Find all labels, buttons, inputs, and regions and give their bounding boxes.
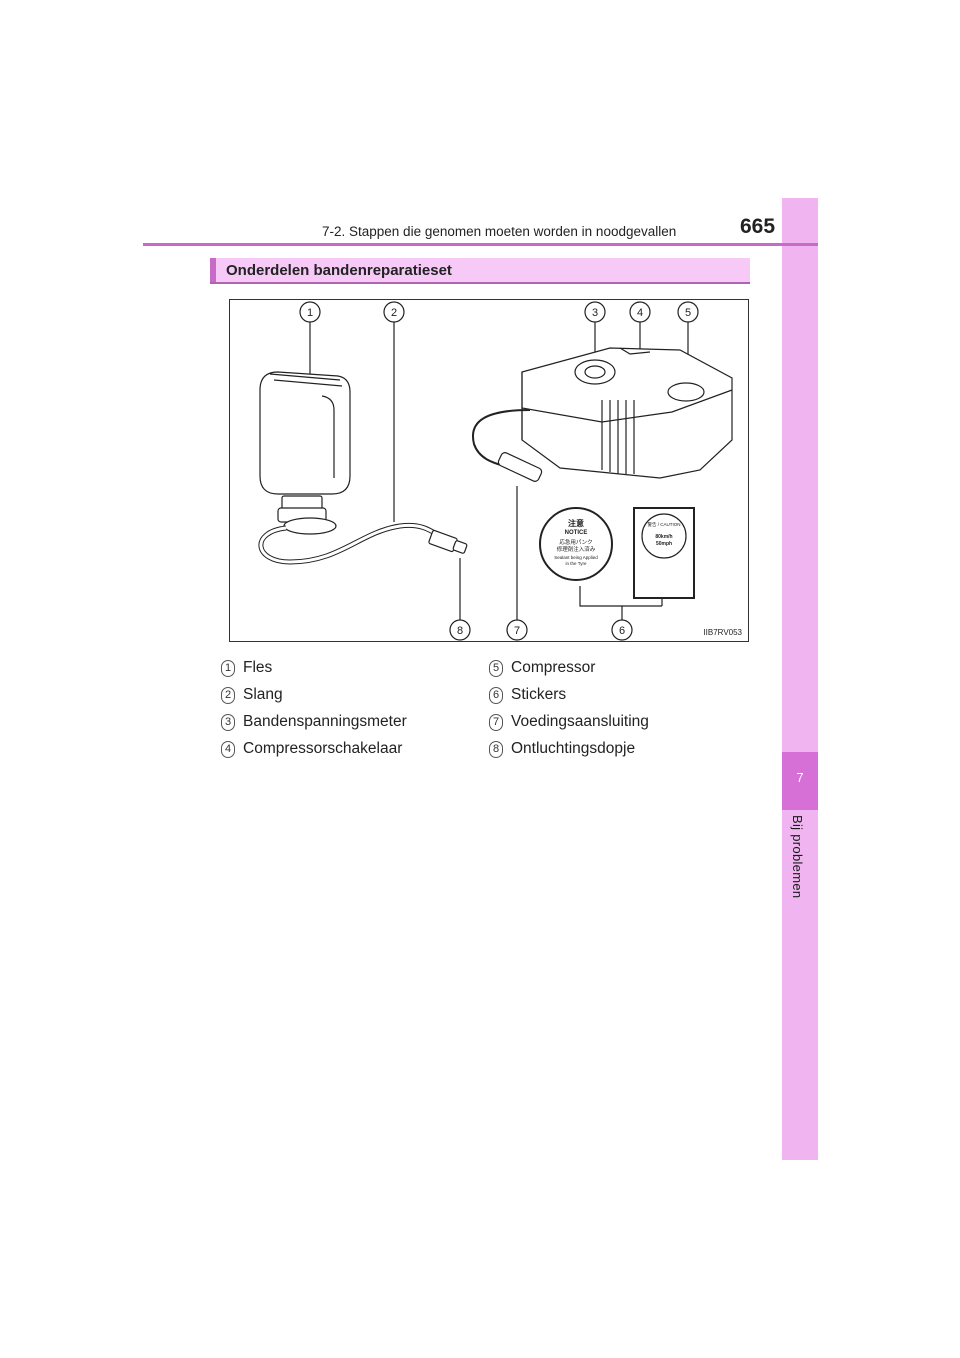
header-divider: [143, 243, 818, 246]
legend-label-5: Compressor: [511, 659, 596, 676]
chapter-number: 7: [796, 770, 804, 785]
number-5-icon: 5: [489, 659, 503, 677]
repair-kit-drawing: 1 2 3 4 5 8 7 6 注意 NOTICE 応急用パンク 修理剤注入済み…: [258, 301, 733, 641]
notice-title-jp: 注意: [568, 518, 584, 528]
number-6-icon: 6: [489, 686, 503, 704]
section-heading-box: Onderdelen bandenreparatieset: [210, 258, 750, 284]
number-8-icon: 8: [489, 740, 503, 758]
page-number: 665: [740, 215, 776, 238]
number-1-icon: 1: [221, 659, 235, 677]
legend-item-7: 7 Voedingsaansluiting: [489, 711, 649, 733]
section-heading: Onderdelen bandenreparatieset: [226, 262, 452, 279]
legend-item-3: 3 Bandenspanningsmeter: [221, 711, 407, 733]
legend-label-4: Compressorschakelaar: [243, 740, 403, 757]
figure-code: IIB7RV053: [703, 628, 742, 637]
caution-speed1: 80km/h: [655, 534, 672, 540]
legend-label-1: Fles: [243, 659, 273, 676]
callout-6-label: 6: [619, 625, 625, 637]
repair-kit-illustration: 1 2 3 4 5 8 7 6 注意 NOTICE 応急用パンク 修理剤注入済み…: [229, 299, 749, 642]
number-2-icon: 2: [221, 686, 235, 704]
legend-label-3: Bandenspanningsmeter: [243, 713, 407, 730]
callout-4-label: 4: [637, 307, 643, 319]
legend-item-2: 2 Slang: [221, 684, 283, 706]
legend-item-6: 6 Stickers: [489, 684, 566, 706]
notice-line1: 応急用パンク: [559, 538, 592, 546]
callout-8-label: 8: [457, 625, 463, 637]
callout-2-label: 2: [391, 307, 397, 319]
number-3-icon: 3: [221, 713, 235, 731]
callout-7-label: 7: [514, 625, 520, 637]
number-4-icon: 4: [221, 740, 235, 758]
notice-title-en: NOTICE: [565, 530, 588, 536]
callout-3-label: 3: [592, 307, 598, 319]
legend-label-8: Ontluchtingsdopje: [511, 740, 636, 757]
legend-label-7: Voedingsaansluiting: [511, 713, 649, 730]
chapter-side-tab-active: [782, 752, 818, 810]
section-title: 7-2. Stappen die genomen moeten worden i…: [322, 224, 677, 239]
legend-item-8: 8 Ontluchtingsdopje: [489, 738, 635, 760]
legend-item-4: 4 Compressorschakelaar: [221, 738, 402, 760]
notice-line4: in the Tyre: [566, 561, 587, 566]
notice-line3: Sealant being Applied: [554, 555, 598, 560]
notice-line2: 修理剤注入済み: [557, 545, 596, 553]
legend-item-1: 1 Fles: [221, 657, 272, 679]
caution-speed2: 50mph: [656, 541, 672, 547]
legend-label-2: Slang: [243, 686, 283, 703]
legend-label-6: Stickers: [511, 686, 567, 703]
chapter-title: Bij problemen: [790, 815, 805, 899]
number-7-icon: 7: [489, 713, 503, 731]
callout-5-label: 5: [685, 307, 691, 319]
chapter-side-tab: [782, 198, 818, 1160]
callout-1-label: 1: [307, 307, 313, 319]
caution-title: 警告 / CAUTION: [647, 521, 680, 528]
legend-item-5: 5 Compressor: [489, 657, 595, 679]
